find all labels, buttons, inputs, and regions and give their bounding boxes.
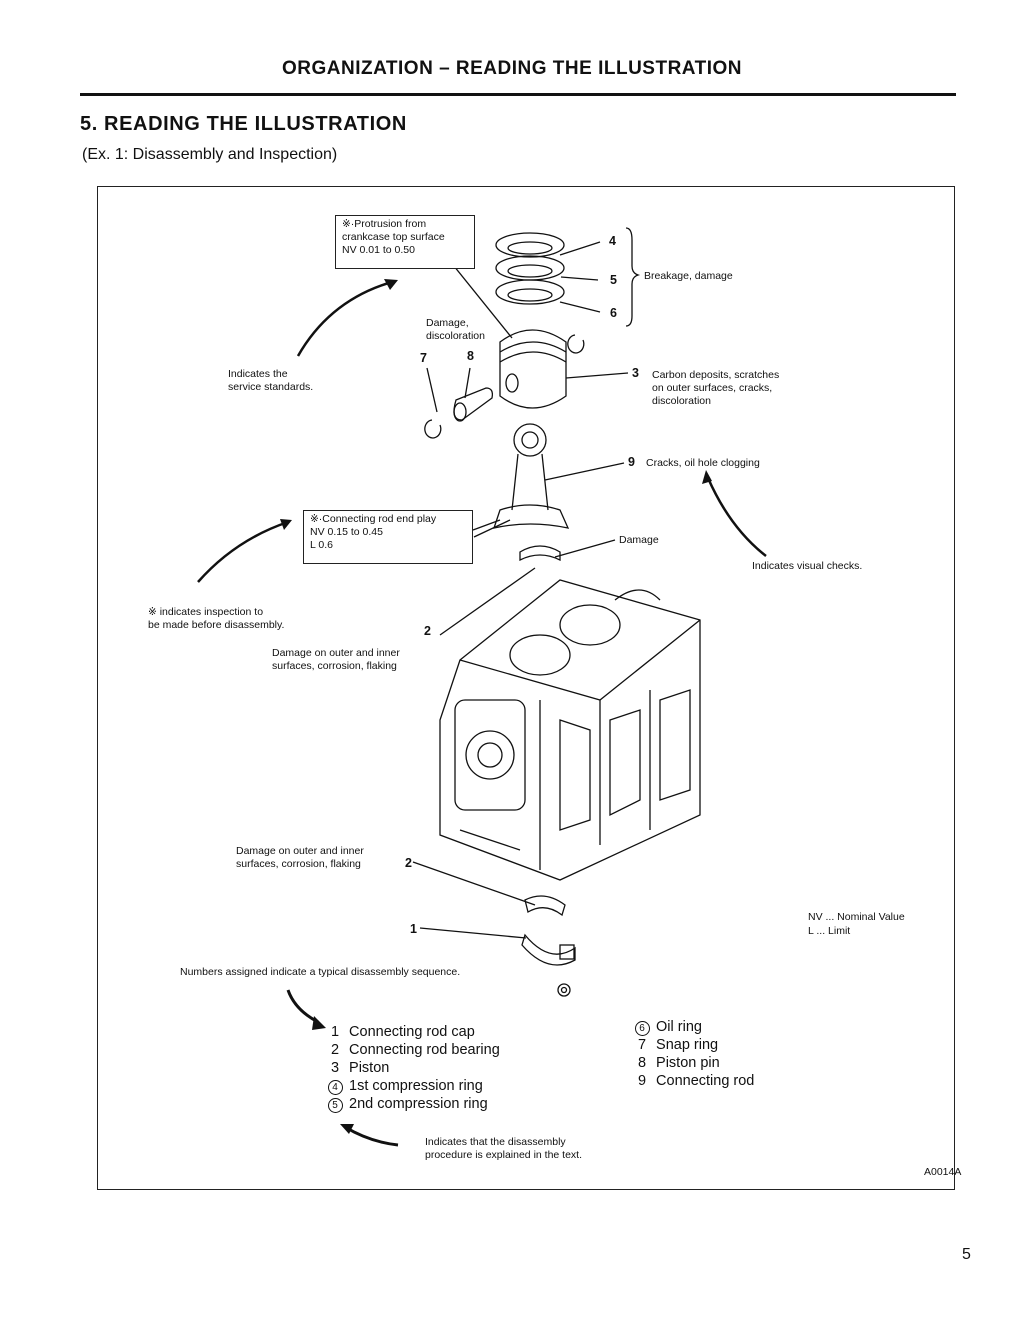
before-disassembly-note: ※ indicates inspection to be made before… (148, 606, 284, 632)
legend-num: 6 (634, 1021, 650, 1036)
damage-discoloration-note: Damage, discoloration (426, 317, 485, 343)
legend-label: 2nd compression ring (349, 1096, 488, 1112)
legend-num: 4 (327, 1080, 343, 1095)
bearing-lower-line2: surfaces, corrosion, flaking (236, 858, 361, 870)
service-standards-line2: service standards. (228, 381, 314, 393)
visual-checks-note: Indicates visual checks. (752, 560, 863, 572)
carbon-line3: discoloration (652, 395, 711, 407)
parts-legend-left: 1 Connecting rod cap 2 Connecting rod be… (325, 1023, 500, 1113)
legend-item: 9 Connecting rod (632, 1072, 754, 1090)
damage-note: Damage (619, 534, 659, 546)
part-number-8: 8 (467, 349, 474, 363)
legend-item: 2 Connecting rod bearing (325, 1041, 500, 1059)
legend-item: 4 1st compression ring (325, 1077, 500, 1095)
legend-label: Oil ring (656, 1019, 702, 1035)
section-subtitle: (Ex. 1: Disassembly and Inspection) (82, 146, 338, 163)
legend-num: 1 (330, 1024, 340, 1040)
part-number-1: 1 (410, 922, 417, 936)
parts-legend-right: 6 Oil ring 7 Snap ring 8 Piston pin 9 Co… (632, 1018, 754, 1090)
service-standards-note: Indicates the service standards. (228, 368, 313, 394)
cracks-note: Cracks, oil hole clogging (646, 457, 760, 469)
protrusion-callout: ※·Protrusion from crankcase top surface … (335, 215, 475, 269)
protrusion-line2: crankcase top surface (342, 231, 445, 243)
figure-id: A0014A (924, 1166, 962, 1178)
before-disassembly-line1: ※ indicates inspection to (148, 606, 264, 618)
carbon-line2: on outer surfaces, cracks, (652, 382, 773, 394)
bearing-upper-note: Damage on outer and inner surfaces, corr… (272, 647, 400, 673)
legend-num: 2 (330, 1042, 340, 1058)
legend-item: 1 Connecting rod cap (325, 1023, 500, 1041)
end-play-callout: ※·Connecting rod end play NV 0.15 to 0.4… (303, 510, 473, 564)
service-standards-line1: Indicates the (228, 368, 288, 380)
legend-item: 5 2nd compression ring (325, 1095, 500, 1113)
l-definition: L ... Limit (808, 925, 851, 937)
text-procedure-note: Indicates that the disassembly procedure… (425, 1136, 582, 1162)
legend-label: Connecting rod cap (349, 1024, 475, 1040)
end-play-line3: L 0.6 (310, 539, 333, 551)
legend-label: Connecting rod bearing (349, 1042, 500, 1058)
protrusion-line3: NV 0.01 to 0.50 (342, 244, 415, 256)
legend-num: 8 (637, 1055, 647, 1071)
bearing-upper-line1: Damage on outer and inner (272, 647, 400, 659)
part-number-4: 4 (609, 234, 616, 248)
part-number-2-upper: 2 (424, 624, 431, 638)
legend-item: 3 Piston (325, 1059, 500, 1077)
text-procedure-line1: Indicates that the disassembly (425, 1136, 566, 1148)
legend-label: Piston pin (656, 1055, 720, 1071)
damage-discoloration-line2: discoloration (426, 330, 485, 342)
page-header-title: ORGANIZATION – READING THE ILLUSTRATION (281, 58, 742, 79)
text-procedure-line2: procedure is explained in the text. (425, 1149, 583, 1161)
before-disassembly-line2: be made before disassembly. (148, 619, 285, 631)
part-number-6: 6 (610, 306, 617, 320)
legend-item: 6 Oil ring (632, 1018, 754, 1036)
legend-item: 7 Snap ring (632, 1036, 754, 1054)
legend-item: 8 Piston pin (632, 1054, 754, 1072)
header-rule (80, 93, 956, 96)
end-play-line1: ※·Connecting rod end play (310, 513, 437, 525)
part-number-2-lower: 2 (405, 856, 412, 870)
nv-definition: NV ... Nominal Value (808, 911, 905, 923)
legend-label: Snap ring (656, 1037, 719, 1053)
legend-label: Piston (349, 1060, 390, 1076)
carbon-deposits-note: Carbon deposits, scratches on outer surf… (652, 369, 779, 408)
bearing-lower-line1: Damage on outer and inner (236, 845, 364, 857)
legend-num: 9 (637, 1073, 647, 1089)
figure-frame (97, 186, 955, 1190)
legend-label: 1st compression ring (349, 1078, 483, 1094)
legend-num: 7 (637, 1037, 647, 1053)
breakage-note: Breakage, damage (644, 270, 733, 282)
legend-num: 5 (327, 1098, 343, 1113)
part-number-3: 3 (632, 366, 639, 380)
carbon-line1: Carbon deposits, scratches (652, 369, 780, 381)
bearing-upper-line2: surfaces, corrosion, flaking (272, 660, 397, 672)
page-number: 5 (962, 1246, 971, 1263)
part-number-5: 5 (610, 273, 617, 287)
section-title: 5. READING THE ILLUSTRATION (80, 113, 407, 135)
end-play-line2: NV 0.15 to 0.45 (310, 526, 383, 538)
part-number-9: 9 (628, 455, 635, 469)
legend-label: Connecting rod (656, 1073, 755, 1089)
part-number-7: 7 (420, 351, 427, 365)
damage-discoloration-line1: Damage, (426, 317, 469, 329)
legend-num: 3 (330, 1060, 340, 1076)
sequence-note: Numbers assigned indicate a typical disa… (180, 966, 461, 978)
protrusion-line1: ※·Protrusion from (342, 218, 427, 230)
bearing-lower-note: Damage on outer and inner surfaces, corr… (236, 845, 364, 871)
